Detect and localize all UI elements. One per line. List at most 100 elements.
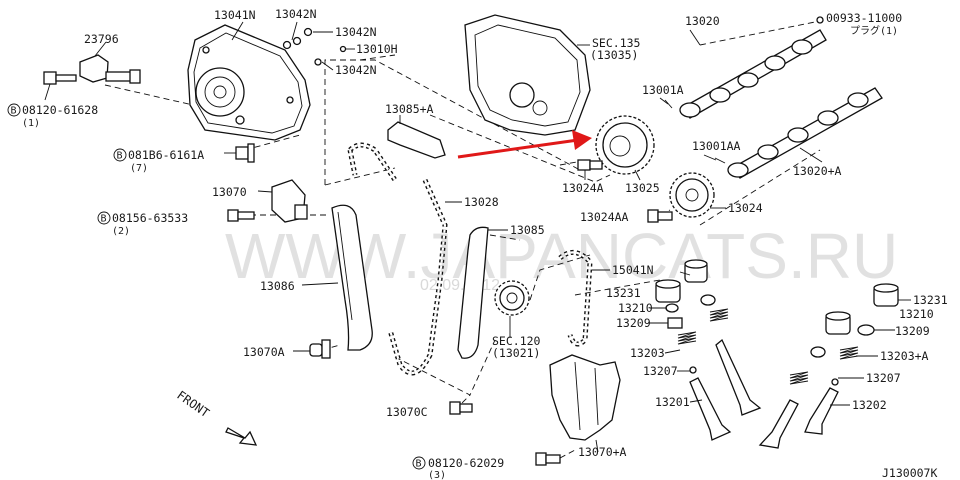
label-13020plusa: 13020+A [793, 164, 842, 178]
label-081b6-6161a: 081B6-6161A [128, 148, 204, 162]
label-sec120-sub: (13021) [492, 346, 540, 360]
chain-guide-13086 [301, 204, 373, 351]
bolt-symbol-text-1: B [11, 106, 17, 117]
intake-valve-13201 [689, 338, 762, 441]
crank-sprocket-sec120 [494, 280, 530, 338]
label-13041n: 13041N [214, 8, 256, 22]
label-08120-61628: 08120-61628 [22, 103, 98, 117]
bolt-08120-61628 [43, 71, 77, 101]
bolt-symbol-text-2: B [117, 151, 123, 162]
label-13209-a: 13209 [616, 316, 651, 330]
watermark-date: 02.09.2012 [420, 277, 500, 294]
valve-lifter-13231-a [684, 259, 708, 283]
bolt-symbol-marker-4: B [412, 456, 426, 470]
label-13042n-c: 13042N [335, 63, 377, 77]
bolt-08120-62029 [535, 452, 561, 466]
label-13070a: 13070A [243, 345, 285, 359]
camshaft-13020plusa [727, 87, 883, 179]
label-13070plusa: 13070+A [578, 445, 627, 459]
retainer-13210-b [857, 324, 875, 336]
seat-13209-a [667, 317, 683, 329]
valve-lifter-13231-d [825, 311, 851, 335]
qty-081b6-6161a: (7) [130, 163, 148, 174]
label-00933-11000: 00933-11000 [826, 11, 902, 25]
label-sec135: SEC.135 [592, 36, 640, 50]
chain-tensioner-13070plusa [549, 354, 621, 453]
label-sec120: SEC.120 [492, 334, 541, 348]
label-13070: 13070 [212, 185, 247, 199]
bolt-symbol-text-4: B [416, 459, 422, 470]
label-13042n-a: 13042N [275, 7, 317, 21]
label-13203plusa: 13203+A [880, 349, 929, 363]
label-08156-63533: 08156-63533 [112, 211, 188, 225]
bolt-13070a [293, 339, 331, 359]
bolt-08156-63533 [227, 209, 255, 222]
label-13024a: 13024A [562, 181, 604, 195]
dowel-13001a [664, 99, 673, 109]
label-13025: 13025 [625, 181, 660, 195]
qty-08156-63533: (2) [112, 226, 130, 237]
o-ring-13042n-c [303, 27, 313, 37]
seal-13207-a [689, 366, 697, 374]
label-13020: 13020 [685, 14, 720, 28]
bolt-13070c [449, 401, 473, 415]
qty-08120-62029: (3) [428, 470, 446, 480]
label-23796: 23796 [84, 32, 119, 46]
label-13070c: 13070C [386, 405, 428, 419]
leader-lines [648, 29, 911, 406]
label-13209-b: 13209 [895, 324, 930, 338]
o-ring-13042n-b [292, 36, 302, 46]
valve-cover-sec135 [464, 14, 591, 136]
label-13202: 13202 [852, 398, 887, 412]
label-13201: 13201 [655, 395, 690, 409]
label-13085: 13085 [510, 223, 545, 237]
bolt-symbol-marker-2: B [113, 148, 127, 162]
seal-13207-b [831, 378, 839, 386]
label-13086: 13086 [260, 279, 295, 293]
label-13203: 13203 [630, 346, 665, 360]
label-plug-qty: プラグ(1) [850, 24, 898, 37]
oil-pump-chain-15041n [558, 249, 610, 347]
label-13210-b: 13210 [899, 307, 934, 321]
label-13024: 13024 [728, 201, 763, 215]
o-ring-13042n-a [282, 40, 292, 50]
bolt-symbol-marker-3: B [97, 211, 111, 225]
vtc-sprocket-13025 [595, 115, 655, 181]
chain-guide-13085 [457, 226, 508, 359]
exhaust-valve-13202 [758, 387, 839, 449]
front-direction-arrow [225, 427, 258, 446]
label-13001a: 13001A [642, 83, 684, 97]
bolt-symbol-text-3: B [101, 214, 107, 225]
label-13042n-b: 13042N [335, 25, 377, 39]
bolt-13024a [577, 159, 603, 180]
dowel-13001aa [714, 157, 726, 164]
label-13024aa: 13024AA [580, 210, 629, 224]
qty-08120-61628: (1) [22, 118, 40, 129]
front-cover-13041n [187, 24, 311, 141]
label-13207-b: 13207 [866, 371, 901, 385]
label-13085plusa: 13085+A [385, 102, 434, 116]
front-label: FRONT [174, 388, 212, 420]
chain-tensioner-13070 [257, 179, 308, 223]
label-15041n: 15041N [612, 263, 654, 277]
o-ring-13042n-d [314, 58, 322, 66]
diagram-code: J130007K [882, 466, 937, 480]
camshaft-13020 [679, 16, 827, 119]
label-08120-62029: 08120-62029 [428, 456, 504, 470]
label-13010h: 13010H [356, 42, 398, 56]
seal-13010h [339, 45, 347, 53]
spring-13203 [677, 308, 729, 345]
plug-00933-11000 [816, 16, 824, 24]
seat-13209-b [810, 346, 826, 358]
bolt-081b6-6161a [224, 143, 255, 163]
bolt-symbol-marker-1: B [7, 103, 21, 117]
cam-sensor-23796 [79, 41, 141, 84]
exhaust-sprocket-13024 [669, 172, 726, 218]
label-13231-b: 13231 [913, 293, 948, 307]
timing-chain-13028 [347, 142, 462, 376]
valve-lifter-13231-b [655, 279, 681, 303]
spring-13203plusa [789, 346, 859, 385]
red-pointer-arrow [457, 130, 592, 159]
label-13231-a: 13231 [606, 286, 641, 300]
